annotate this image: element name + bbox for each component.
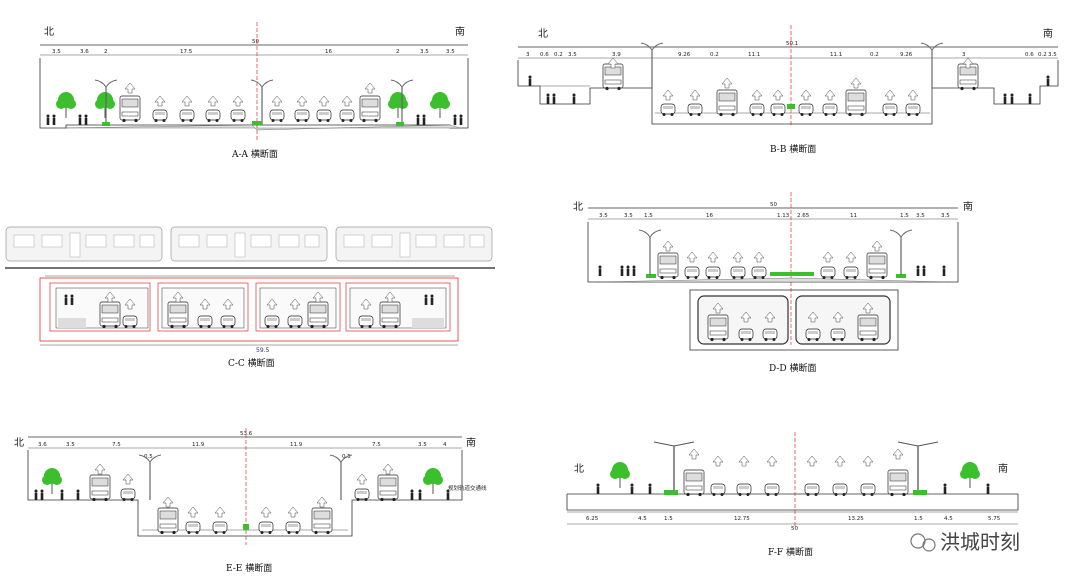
- dim: 1.5: [664, 516, 673, 522]
- north-label: 北: [538, 28, 548, 40]
- dim: 3.9: [612, 52, 621, 58]
- dim: 7.5: [372, 442, 381, 448]
- dim: 4: [443, 442, 447, 448]
- dim: 3.5: [52, 49, 61, 55]
- dim: 3.5: [599, 213, 608, 219]
- dim: 0.2: [1038, 52, 1047, 58]
- dim: 3.5: [941, 213, 950, 219]
- dim: 11.9: [290, 442, 303, 448]
- section-cc: 59.5 C-C 横断面: [5, 226, 495, 369]
- dim: 0.5: [144, 454, 153, 460]
- dim: 4.5: [944, 516, 953, 522]
- section-ff: 北 南 6.25 4.5 1.5 12.75 13.25 1.5 4.5 5.7…: [566, 432, 1019, 558]
- dim: 0.6: [540, 52, 549, 58]
- south-label: 南: [455, 25, 465, 38]
- north-label: 北: [14, 437, 24, 449]
- section-caption: D-D 横断面: [769, 362, 817, 374]
- dim: 6.25: [586, 516, 599, 522]
- section-dd: 北 南 50 3.5 3.5 1.5 16 1.13 2.65 11 1.5 3…: [573, 192, 973, 374]
- north-label: 北: [574, 463, 584, 475]
- watermark: 洪城时刻: [910, 530, 1020, 554]
- section-caption: E-E 横断面: [226, 562, 272, 574]
- south-label: 南: [998, 462, 1008, 475]
- section-caption: B-B 横断面: [770, 143, 816, 155]
- dim: 3.5: [568, 52, 577, 58]
- dim: 17.5: [180, 49, 193, 55]
- dim: 1.5: [644, 213, 653, 219]
- dim: 3.6: [38, 442, 47, 448]
- dim: 11.1: [830, 52, 842, 58]
- annotation-note: 规划轨道交通线: [448, 484, 487, 492]
- north-label: 北: [573, 201, 583, 213]
- dim: 0.2: [710, 52, 719, 58]
- dim: 9.26: [678, 52, 691, 58]
- dim: 11: [850, 213, 857, 219]
- dim: 1.5: [900, 213, 909, 219]
- dim: 4.5: [638, 516, 647, 522]
- dim: 3.5: [446, 49, 455, 55]
- section-ee: 北 南 53.6 3.6 3.5 7.5 11.9 11.9 7.5 3.5 4…: [14, 428, 487, 574]
- section-caption: C-C 横断面: [228, 357, 275, 369]
- section-caption: A-A 横断面: [231, 148, 278, 160]
- total-width: 59.5: [256, 347, 270, 354]
- dim: 3.5: [916, 213, 925, 219]
- section-aa: 北 南 50 3.5 3.6 2 17.5 16 2 3.5 3.5 A-A 横…: [39, 22, 469, 160]
- north-label: 北: [44, 26, 54, 38]
- dim: 3.5: [418, 442, 427, 448]
- dim: 16: [706, 213, 713, 219]
- dim: 5.75: [988, 516, 1001, 522]
- dim: 1.5: [914, 516, 923, 522]
- south-label: 南: [466, 436, 476, 449]
- section-bb: 北 南 50.1 3 0.6 0.2 3.5 3.9 9.26 0.2 11.1…: [517, 25, 1059, 155]
- total-width: 50: [252, 39, 259, 45]
- south-label: 南: [963, 200, 973, 213]
- dim: 3: [962, 52, 966, 58]
- dim: 12.75: [734, 516, 750, 522]
- dim: 3.5: [624, 213, 633, 219]
- dim: 3.5: [420, 49, 429, 55]
- dim: 3.5: [66, 442, 75, 448]
- dim: 13.25: [848, 516, 864, 522]
- dim: 2: [104, 49, 108, 55]
- dim: 0.2: [870, 52, 879, 58]
- total-width: 53.6: [240, 431, 253, 437]
- dim: 1.13: [777, 213, 790, 219]
- total-width: 50.1: [786, 41, 798, 47]
- dim: 9.26: [900, 52, 913, 58]
- dim: 2: [396, 49, 400, 55]
- south-label: 南: [1043, 27, 1053, 40]
- dim: 0.2: [554, 52, 563, 58]
- dim: 7.5: [112, 442, 121, 448]
- dim: 3: [526, 52, 530, 58]
- dim: 11.9: [192, 442, 205, 448]
- dim: 3.6: [80, 49, 89, 55]
- dim: 16: [325, 49, 332, 55]
- dim: 3.5: [1048, 52, 1057, 58]
- total-width: 50: [770, 202, 777, 208]
- dim: 2.65: [797, 213, 810, 219]
- section-caption: F-F 横断面: [768, 546, 813, 558]
- dim: 0.6: [1025, 52, 1034, 58]
- total-width: 50: [791, 526, 798, 532]
- dim: 11.1: [748, 52, 760, 58]
- watermark-text: 洪城时刻: [940, 530, 1020, 554]
